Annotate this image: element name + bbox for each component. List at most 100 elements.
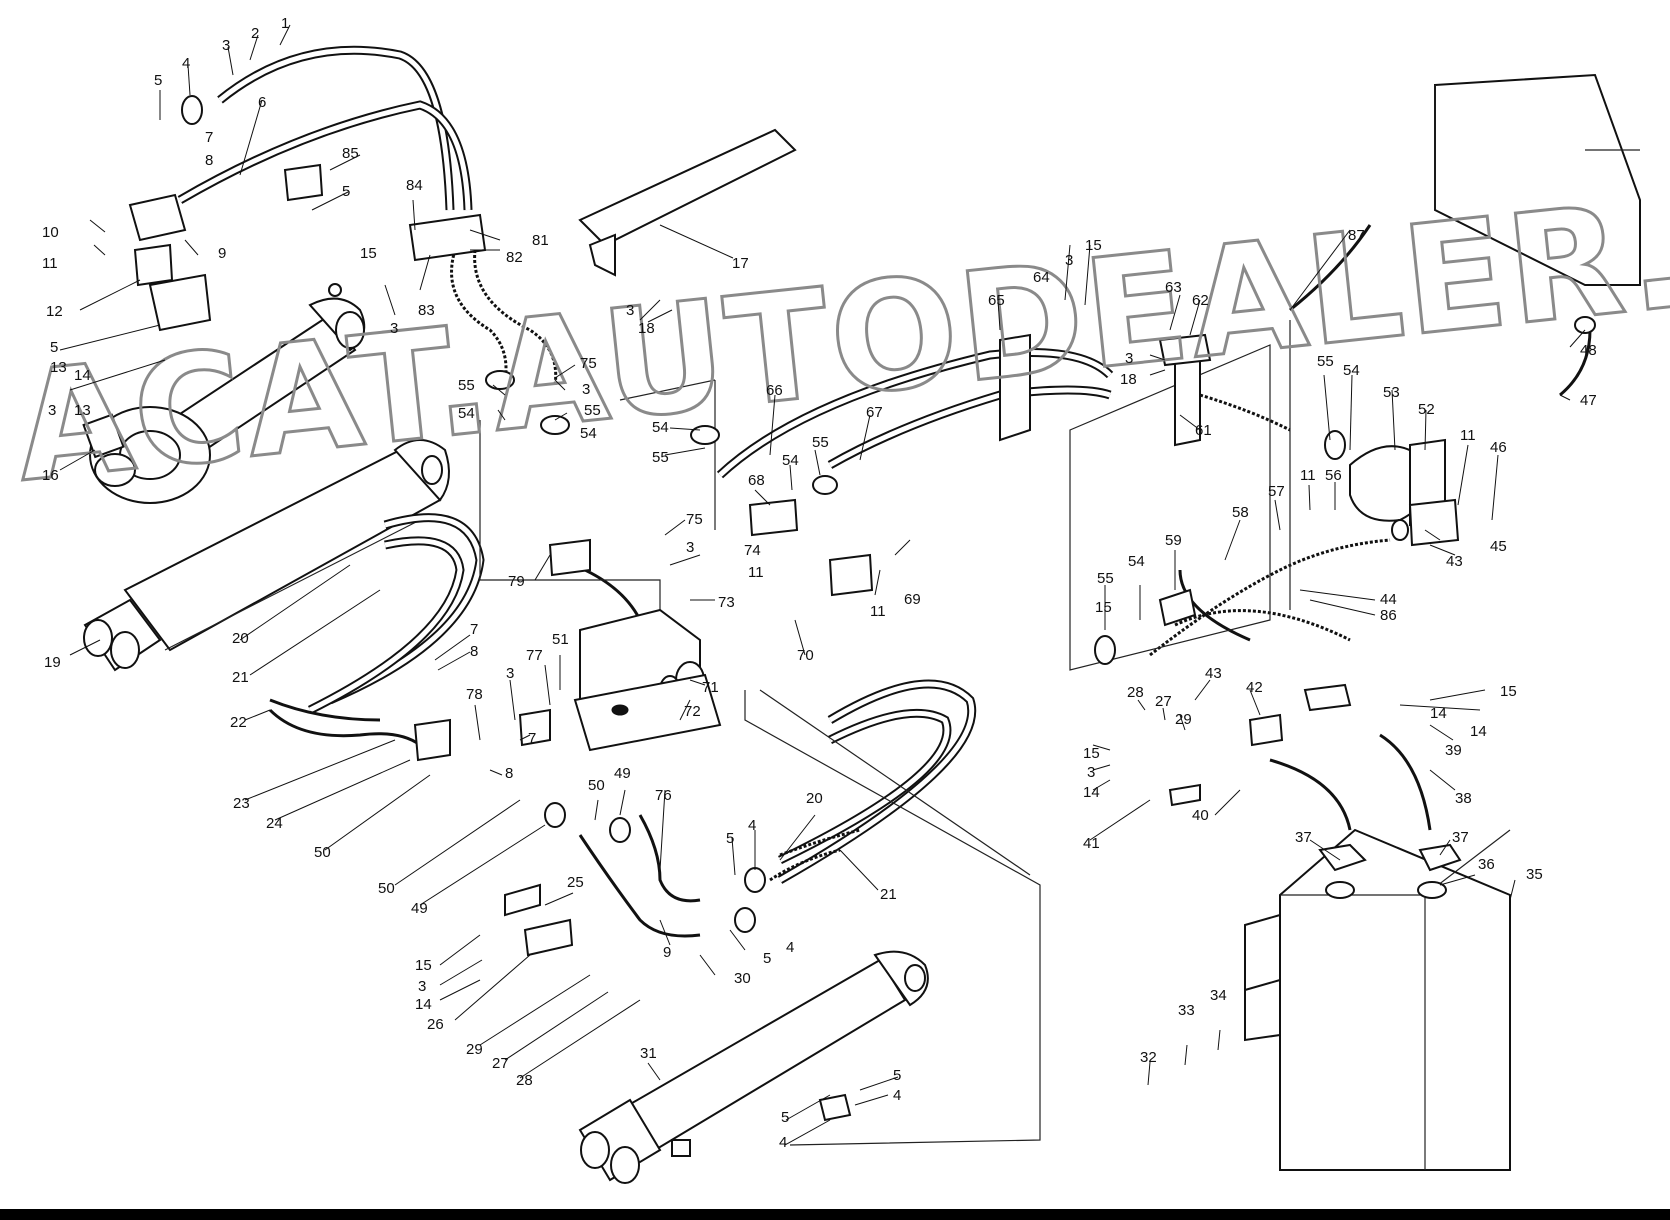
callout-54: 54 [1128, 553, 1145, 570]
hoses [177, 45, 1592, 938]
callout-3: 3 [48, 402, 56, 419]
callout-11: 11 [748, 564, 764, 581]
callout-15: 15 [360, 245, 377, 262]
callout-82: 82 [506, 249, 523, 266]
callout-42: 42 [1246, 679, 1263, 696]
callout-2: 2 [251, 25, 259, 42]
callout-29: 29 [1175, 711, 1192, 728]
callout-20: 20 [232, 630, 249, 647]
callout-55: 55 [458, 377, 475, 394]
callout-18: 18 [1120, 371, 1137, 388]
callout-79: 79 [508, 573, 525, 590]
callout-47: 47 [1580, 392, 1597, 409]
callout-46: 46 [1490, 439, 1507, 456]
callout-1: 1 [281, 15, 289, 32]
callout-67: 67 [866, 404, 883, 421]
callout-13: 13 [74, 402, 91, 419]
callout-7: 7 [205, 129, 213, 146]
callout-55: 55 [584, 402, 601, 419]
callout-14: 14 [415, 996, 432, 1013]
callout-87: 87 [1348, 227, 1365, 244]
callout-85: 85 [342, 145, 359, 162]
callout-5: 5 [763, 950, 771, 967]
callout-9: 9 [663, 944, 671, 961]
callout-50: 50 [588, 777, 605, 794]
callout-4: 4 [786, 939, 794, 956]
callout-3: 3 [222, 37, 230, 54]
callout-3: 3 [686, 539, 694, 556]
callout-50: 50 [314, 844, 331, 861]
callout-21: 21 [232, 669, 249, 686]
callout-53: 53 [1383, 384, 1400, 401]
callout-55: 55 [812, 434, 829, 451]
callout-29: 29 [466, 1041, 483, 1058]
frame-lines [479, 320, 1291, 1146]
callout-75: 75 [686, 511, 703, 528]
callout-15: 15 [1500, 683, 1517, 700]
callout-11: 11 [870, 603, 886, 620]
callout-4: 4 [779, 1134, 787, 1151]
callout-26: 26 [427, 1016, 444, 1033]
callout-17: 17 [732, 255, 749, 272]
callout-48: 48 [1580, 342, 1597, 359]
callout-19: 19 [44, 654, 61, 671]
callout-24: 24 [266, 815, 283, 832]
bottom-border [0, 1209, 1670, 1220]
callout-35: 35 [1526, 866, 1543, 883]
callout-37: 37 [1295, 829, 1312, 846]
callout-15: 15 [1085, 237, 1102, 254]
callout-15: 15 [1083, 745, 1100, 762]
callout-5: 5 [154, 72, 162, 89]
callout-39: 39 [1445, 742, 1462, 759]
hydraulic-tank [1244, 828, 1511, 1171]
callout-4: 4 [748, 817, 756, 834]
callout-3: 3 [506, 665, 514, 682]
callout-28: 28 [1127, 684, 1144, 701]
callout-27: 27 [492, 1055, 509, 1072]
callout-65: 65 [988, 292, 1005, 309]
callout-15: 15 [1095, 599, 1112, 616]
callout-84: 84 [406, 177, 423, 194]
callout-81: 81 [532, 232, 549, 249]
guard-plate [578, 128, 797, 277]
callout-3: 3 [626, 302, 634, 319]
callout-54: 54 [1343, 362, 1360, 379]
callout-10: 10 [42, 224, 59, 241]
callout-74: 74 [744, 542, 761, 559]
callout-56: 56 [1325, 467, 1342, 484]
callout-4: 4 [893, 1087, 901, 1104]
callout-5: 5 [50, 339, 58, 356]
callout-9: 9 [218, 245, 226, 262]
callout-76: 76 [655, 787, 672, 804]
callout-43: 43 [1205, 665, 1222, 682]
callout-70: 70 [797, 647, 814, 664]
callout-5: 5 [893, 1067, 901, 1084]
callout-75: 75 [580, 355, 597, 372]
callout-11: 11 [1460, 427, 1476, 444]
callout-62: 62 [1192, 292, 1209, 309]
callout-38: 38 [1455, 790, 1472, 807]
callout-68: 68 [748, 472, 765, 489]
callout-41: 41 [1083, 835, 1100, 852]
middle-left-cylinder [83, 439, 450, 672]
callout-73: 73 [718, 594, 735, 611]
callout-51: 51 [552, 631, 569, 648]
callout-8: 8 [470, 643, 478, 660]
upper-right-panel [1434, 73, 1641, 286]
callout-63: 63 [1165, 279, 1182, 296]
callout-3: 3 [418, 978, 426, 995]
leader-lines [59, 24, 1586, 1146]
callout-6: 6 [258, 94, 266, 111]
callout-5: 5 [781, 1109, 789, 1126]
callout-7: 7 [470, 621, 478, 638]
callout-71: 71 [702, 679, 719, 696]
callout-3: 3 [1087, 764, 1095, 781]
callout-3: 3 [1065, 252, 1073, 269]
callout-54: 54 [458, 405, 475, 422]
callout-77: 77 [526, 647, 543, 664]
callout-32: 32 [1140, 1049, 1157, 1066]
callout-54: 54 [580, 425, 597, 442]
callout-3: 3 [390, 320, 398, 337]
callout-58: 58 [1232, 504, 1249, 521]
